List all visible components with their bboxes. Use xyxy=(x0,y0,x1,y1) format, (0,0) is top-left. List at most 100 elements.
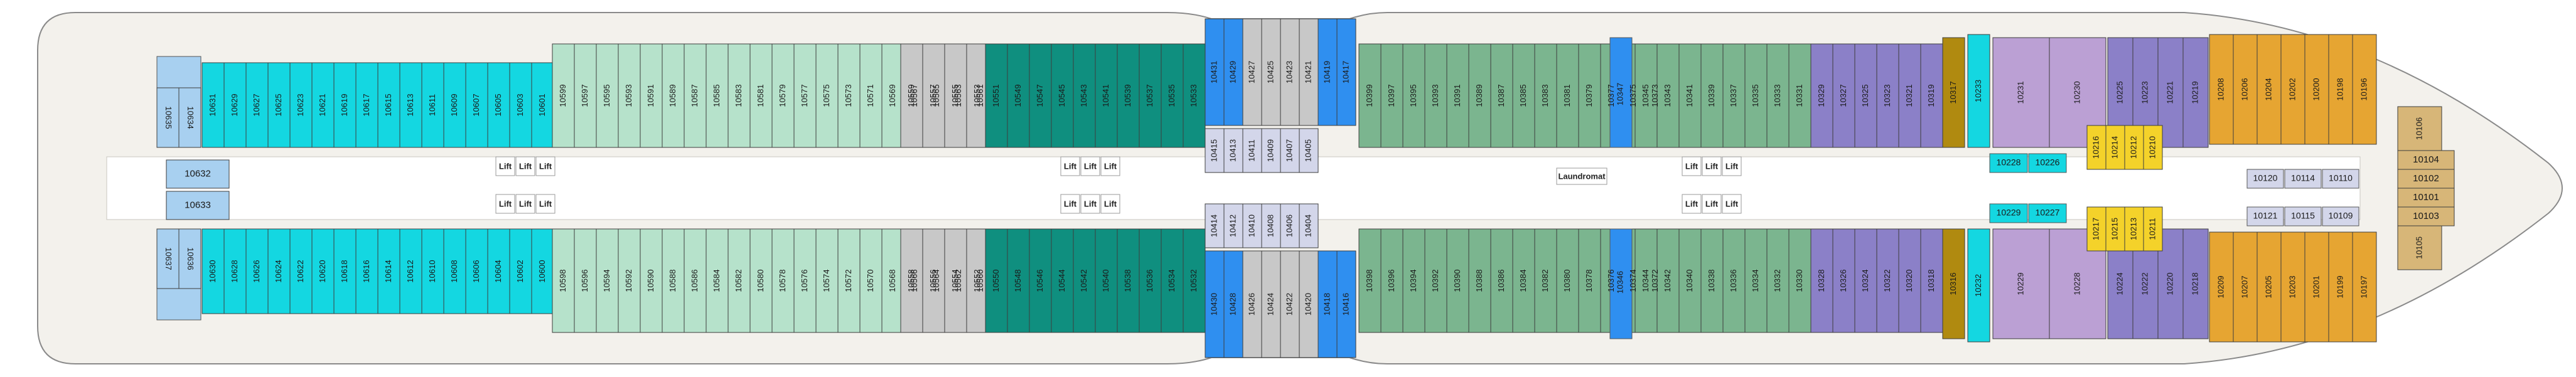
cabin-number-10202: 10202 xyxy=(2287,78,2297,100)
cabin-number-10324: 10324 xyxy=(1860,269,1870,292)
cabin-number-10626: 10626 xyxy=(252,260,261,282)
cabin-10431 xyxy=(1205,18,1225,126)
cabin-10104 xyxy=(2397,150,2455,170)
cabin-10344 xyxy=(1634,228,1658,333)
cabin-10555 xyxy=(944,43,967,148)
cabin-number-10213: 10213 xyxy=(2128,218,2138,240)
cabin-number-10203: 10203 xyxy=(2287,275,2297,298)
cabin-10323 xyxy=(1876,43,1899,148)
cabin-number-10631: 10631 xyxy=(208,93,217,116)
lift-1-1 xyxy=(515,194,535,214)
cabin-10572 xyxy=(837,228,861,333)
cabin-10607 xyxy=(465,62,488,148)
cabin-10406 xyxy=(1280,203,1300,248)
cabin-10205 xyxy=(2257,231,2282,342)
cabin-number-10423: 10423 xyxy=(1284,61,1294,83)
cabin-10404 xyxy=(1299,203,1319,248)
cabin-number-10539: 10539 xyxy=(1123,84,1132,107)
lift-4-0 xyxy=(1682,156,1702,176)
lift-label: Lift xyxy=(1104,199,1117,208)
cabin-10380 xyxy=(1556,228,1579,333)
cabin-number-10389: 10389 xyxy=(1474,84,1484,107)
cabin-number-10534: 10534 xyxy=(1167,269,1176,292)
cabin-number-10221: 10221 xyxy=(2165,81,2174,104)
cabin-10106 xyxy=(2397,106,2442,151)
cabin-10610 xyxy=(421,228,444,314)
cabin-10424 xyxy=(1261,250,1281,358)
cabin-10394 xyxy=(1402,228,1425,333)
cabin-10623 xyxy=(289,62,313,148)
cabin-number-10628: 10628 xyxy=(230,260,239,282)
lift-2-2 xyxy=(1100,156,1120,176)
cabin-10418 xyxy=(1318,250,1338,358)
cabin-number-10537: 10537 xyxy=(1145,84,1154,107)
cabin-number-10342: 10342 xyxy=(1663,269,1672,292)
cabin-10316 xyxy=(1942,228,1965,339)
cabin-number-10379: 10379 xyxy=(1584,84,1594,107)
cabin-number-10594: 10594 xyxy=(602,269,611,292)
cabin-number-10408: 10408 xyxy=(1265,215,1275,237)
cabin-10196 xyxy=(2352,34,2377,145)
laundromat-label: Laundromat xyxy=(1558,171,1606,181)
lift-label: Lift xyxy=(1705,161,1719,171)
cabin-10328 xyxy=(1810,228,1833,333)
cabin-number-10602: 10602 xyxy=(515,260,525,282)
cabin-10571 xyxy=(859,43,883,148)
cabin-10121 xyxy=(2246,206,2284,226)
cabin-number-10555: 10555 xyxy=(950,84,960,107)
cabin-10387 xyxy=(1490,43,1513,148)
cabin-number-10332: 10332 xyxy=(1773,269,1782,292)
cabin-number-10604: 10604 xyxy=(493,260,503,282)
cabin-10578 xyxy=(771,228,795,333)
cabin-number-10228: 10228 xyxy=(1997,157,2021,167)
cabin-number-10585: 10585 xyxy=(712,84,721,107)
cabin-10627 xyxy=(245,62,269,148)
cabin-number-10231: 10231 xyxy=(2015,81,2025,104)
cabin-number-10328: 10328 xyxy=(1817,269,1826,292)
cabin-number-10428: 10428 xyxy=(1228,293,1237,316)
cabin-10425 xyxy=(1261,18,1281,126)
cabin-number-10414: 10414 xyxy=(1209,215,1218,237)
cabin-10536 xyxy=(1139,228,1162,333)
cabin-10630 xyxy=(201,228,225,314)
cabin-10601 xyxy=(531,62,554,148)
cabin-10203 xyxy=(2280,231,2305,342)
lift-3-0 xyxy=(1060,194,1080,214)
cabin-number-10223: 10223 xyxy=(2140,81,2149,104)
cabin-10606 xyxy=(465,228,488,314)
cabin-10327 xyxy=(1832,43,1855,148)
cabin-number-10343: 10343 xyxy=(1663,84,1672,107)
cabin-10343 xyxy=(1656,43,1680,148)
cabin-number-10601: 10601 xyxy=(537,93,547,116)
cabin-10599 xyxy=(552,43,575,148)
cabin-10547 xyxy=(1029,43,1052,148)
cabin-number-10317: 10317 xyxy=(1948,81,1958,104)
cabin-10232 xyxy=(1967,228,1990,342)
cabin-10575 xyxy=(815,43,839,148)
cabin-10109 xyxy=(2322,206,2359,226)
cabin-number-10599: 10599 xyxy=(558,84,567,107)
cabin-number-10110: 10110 xyxy=(2329,173,2353,183)
lift-0-1 xyxy=(515,156,535,176)
cabin-10577 xyxy=(793,43,817,148)
cabin-10583 xyxy=(727,43,751,148)
cabin-number-10227: 10227 xyxy=(2036,208,2060,218)
cabin-number-10385: 10385 xyxy=(1518,84,1528,107)
cabin-10625 xyxy=(267,62,291,148)
cabin-10412 xyxy=(1223,203,1243,248)
cabin-10218 xyxy=(2182,228,2209,339)
cabin-number-10635: 10635 xyxy=(164,106,173,129)
cabin-number-10589: 10589 xyxy=(668,84,677,107)
cabin-number-10224: 10224 xyxy=(2115,272,2124,295)
cabin-number-10233: 10233 xyxy=(1973,80,1983,102)
cabin-number-10390: 10390 xyxy=(1452,269,1462,292)
lift-label: Lift xyxy=(519,199,532,208)
cabin-10430 xyxy=(1205,250,1225,358)
cabin-number-10204: 10204 xyxy=(2263,78,2273,100)
cabin-10621 xyxy=(311,62,335,148)
cabin-10381 xyxy=(1556,43,1579,148)
lift-1-0 xyxy=(495,194,515,214)
cabin-10389 xyxy=(1468,43,1491,148)
cabin-10396 xyxy=(1380,228,1403,333)
cabin-number-10418: 10418 xyxy=(1322,293,1331,316)
